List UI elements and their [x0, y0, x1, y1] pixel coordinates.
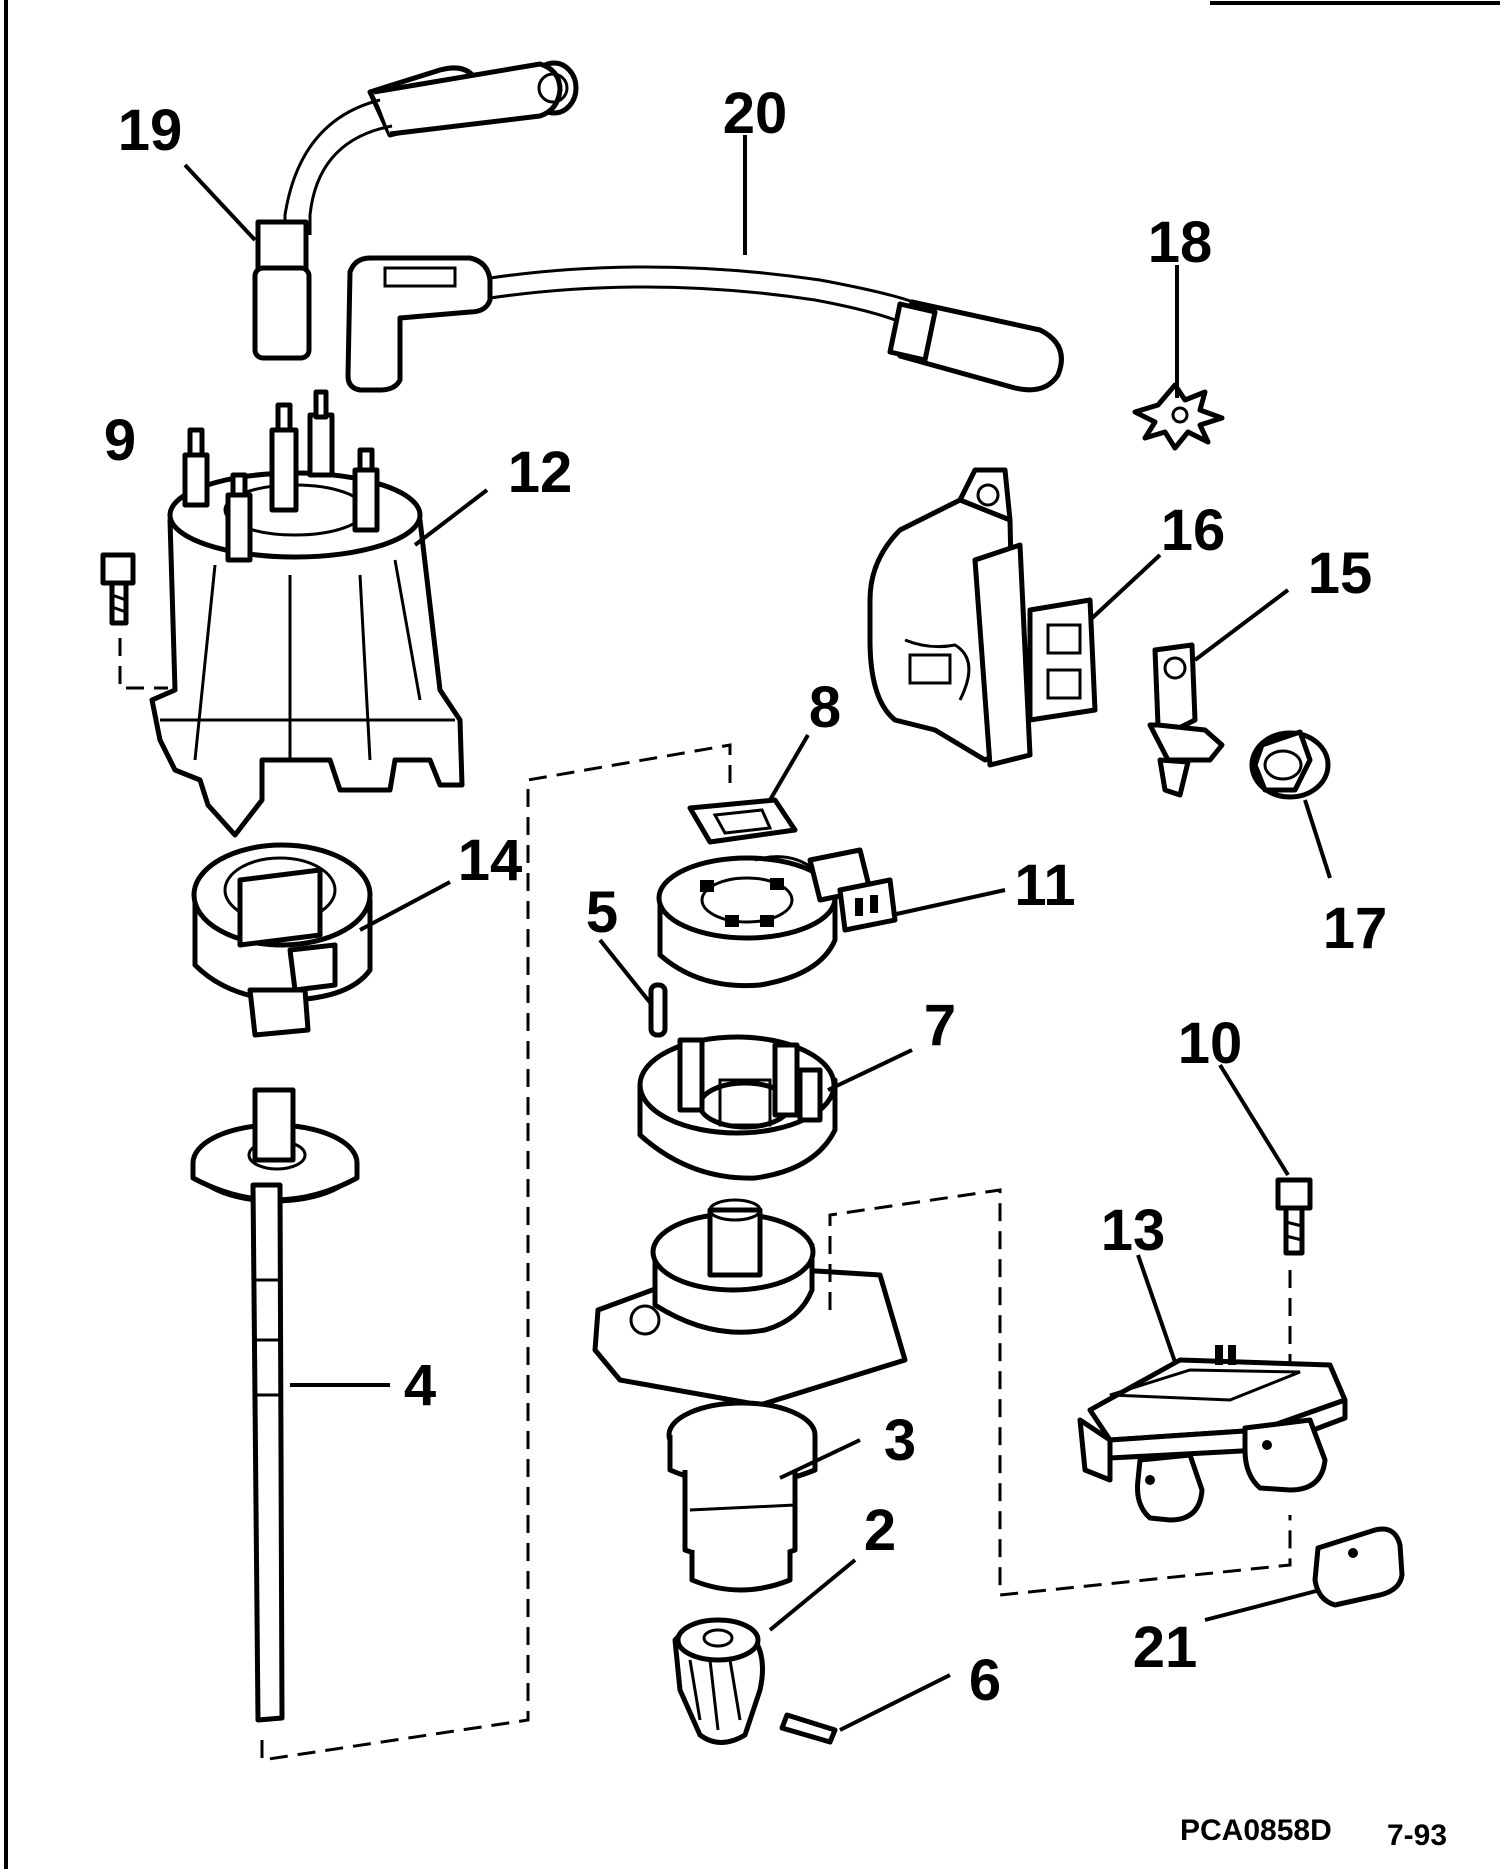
callout-10: 10	[1178, 1011, 1243, 1076]
part-19-spark-plug-wire	[252, 60, 579, 361]
part-16-ignition-coil	[867, 467, 1098, 768]
part-4-shaft	[190, 1087, 530, 1762]
callout-3: 3	[884, 1408, 916, 1473]
callout-6: 6	[969, 1648, 1001, 1713]
callout-21: 21	[1133, 1615, 1198, 1680]
callout-4: 4	[404, 1353, 436, 1418]
figure-code: PCA0858D	[1180, 1814, 1332, 1847]
callout-18: 18	[1148, 210, 1213, 275]
part-10-screw	[1275, 1177, 1313, 1380]
part-18-clip	[1132, 382, 1225, 451]
part-20-spark-plug-wire	[345, 255, 1064, 393]
part-14-rotor	[191, 842, 373, 1038]
callout-12: 12	[508, 440, 573, 505]
part-7-pole-piece	[637, 1034, 838, 1181]
part-8-retainer	[687, 797, 798, 845]
assembly-line-upper	[526, 743, 732, 1115]
callout-19: 19	[118, 98, 183, 163]
part-21-cover	[1312, 1526, 1405, 1608]
part-13-module	[1077, 1345, 1348, 1523]
callout-11: 11	[1014, 853, 1075, 918]
figure-date: 7-93	[1387, 1819, 1447, 1852]
callout-16: 16	[1161, 498, 1226, 563]
callout-7: 7	[924, 993, 956, 1058]
part-12-distributor-cap	[149, 389, 465, 838]
callout-15: 15	[1308, 541, 1373, 606]
part-17-nut	[1249, 729, 1331, 800]
part-2-gear	[672, 1617, 765, 1745]
callout-2: 2	[864, 1498, 896, 1563]
part-6-pin	[779, 1712, 838, 1745]
callout-13: 13	[1101, 1198, 1166, 1263]
callout-5: 5	[586, 880, 618, 945]
part-11-pickup-coil	[656, 847, 898, 989]
part-5-pin	[648, 982, 668, 1038]
part-9-screw	[100, 552, 168, 690]
callout-20: 20	[723, 81, 788, 146]
callout-8: 8	[809, 675, 841, 740]
callout-17: 17	[1323, 896, 1388, 961]
part-15-terminal	[1147, 642, 1225, 798]
callout-14: 14	[458, 828, 523, 893]
part-3-housing	[592, 1188, 1292, 1597]
leader-lines	[183, 135, 1332, 1732]
callout-9: 9	[104, 408, 136, 473]
